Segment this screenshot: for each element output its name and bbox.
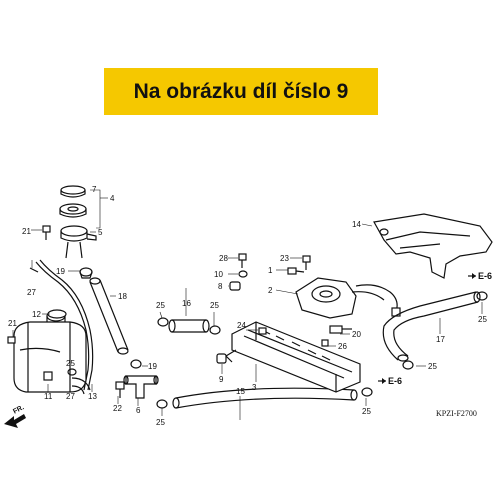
label-9: 9 [219, 375, 224, 384]
bolt-21-left [7, 336, 16, 344]
front-direction-arrow: FR. [4, 404, 26, 428]
label-14: 14 [352, 220, 361, 229]
label-25d: 25 [428, 362, 437, 371]
label-1: 1 [268, 266, 273, 275]
part-labels: 7 4 5 21 19 27 18 12 21 11 27 13 22 6 19… [8, 185, 487, 427]
label-25b: 25 [156, 418, 165, 427]
bolt-22 [115, 381, 125, 398]
radiator-cap-part [59, 185, 87, 218]
label-25f: 25 [478, 315, 487, 324]
front-label: FR. [12, 404, 25, 416]
label-15: 15 [236, 387, 245, 396]
diagram-code: KPZI-F2700 [436, 409, 477, 418]
label-25e: 25 [362, 407, 371, 416]
reserve-tank [13, 310, 87, 393]
label-21a: 21 [22, 227, 31, 236]
ref-e6-top: E-6 [478, 271, 492, 281]
label-23: 23 [280, 254, 289, 263]
label-25a: 25 [156, 301, 165, 310]
label-13: 13 [88, 392, 97, 401]
thermo-switch-20 [329, 325, 352, 334]
rubber-8 [229, 281, 241, 291]
label-19b: 19 [148, 362, 157, 371]
label-6: 6 [136, 406, 141, 415]
bolt-23 [302, 255, 311, 270]
hose-15 [175, 387, 355, 409]
label-2: 2 [268, 286, 273, 295]
label-7: 7 [92, 185, 97, 194]
ref-e6-bottom: E-6 [388, 376, 402, 386]
bolt-26 [321, 339, 329, 347]
label-16: 16 [182, 299, 191, 308]
rubber-9 [216, 353, 227, 364]
hose-13 [71, 377, 91, 395]
label-27a: 27 [27, 288, 36, 297]
part-number-banner: Na obrázku díl číslo 9 [104, 68, 378, 115]
fan-switch-1 [287, 267, 305, 275]
clamp-19-low [130, 359, 142, 369]
label-4: 4 [110, 194, 115, 203]
hose-16 [172, 319, 206, 333]
label-26: 26 [338, 342, 347, 351]
overflow-tube [35, 261, 90, 391]
cooling-fan [295, 277, 401, 319]
label-18: 18 [118, 292, 127, 301]
hose-17 [382, 291, 479, 361]
bolt-28-top [238, 253, 247, 268]
label-21b: 21 [8, 319, 17, 328]
label-28: 28 [219, 254, 228, 263]
label-24: 24 [237, 321, 246, 330]
bracket-14 [373, 213, 493, 279]
label-5: 5 [98, 228, 103, 237]
label-25c: 25 [210, 301, 219, 310]
label-12: 12 [32, 310, 41, 319]
label-10: 10 [214, 270, 223, 279]
leader-lines [12, 189, 483, 420]
bolt-21-top [42, 225, 51, 240]
hose-18 [89, 279, 129, 353]
bolt-24 [258, 327, 267, 335]
label-3: 3 [252, 383, 257, 392]
label-11: 11 [44, 392, 53, 401]
clamp-19-top [79, 267, 93, 279]
clamp-25 [67, 291, 488, 409]
filler-neck-part [60, 225, 97, 259]
label-19a: 19 [56, 267, 65, 276]
label-27b: 27 [66, 392, 75, 401]
label-20: 20 [352, 330, 361, 339]
reference-labels: E-6 E-6 [378, 271, 492, 386]
label-22: 22 [113, 404, 122, 413]
label-17: 17 [436, 335, 445, 344]
label-8: 8 [218, 282, 223, 291]
cap-12 [47, 309, 67, 319]
label-25g: 25 [66, 359, 75, 368]
collar-10 [238, 270, 248, 278]
tee-joint-6 [123, 375, 159, 399]
banner-text: Na obrázku díl číslo 9 [133, 79, 349, 103]
